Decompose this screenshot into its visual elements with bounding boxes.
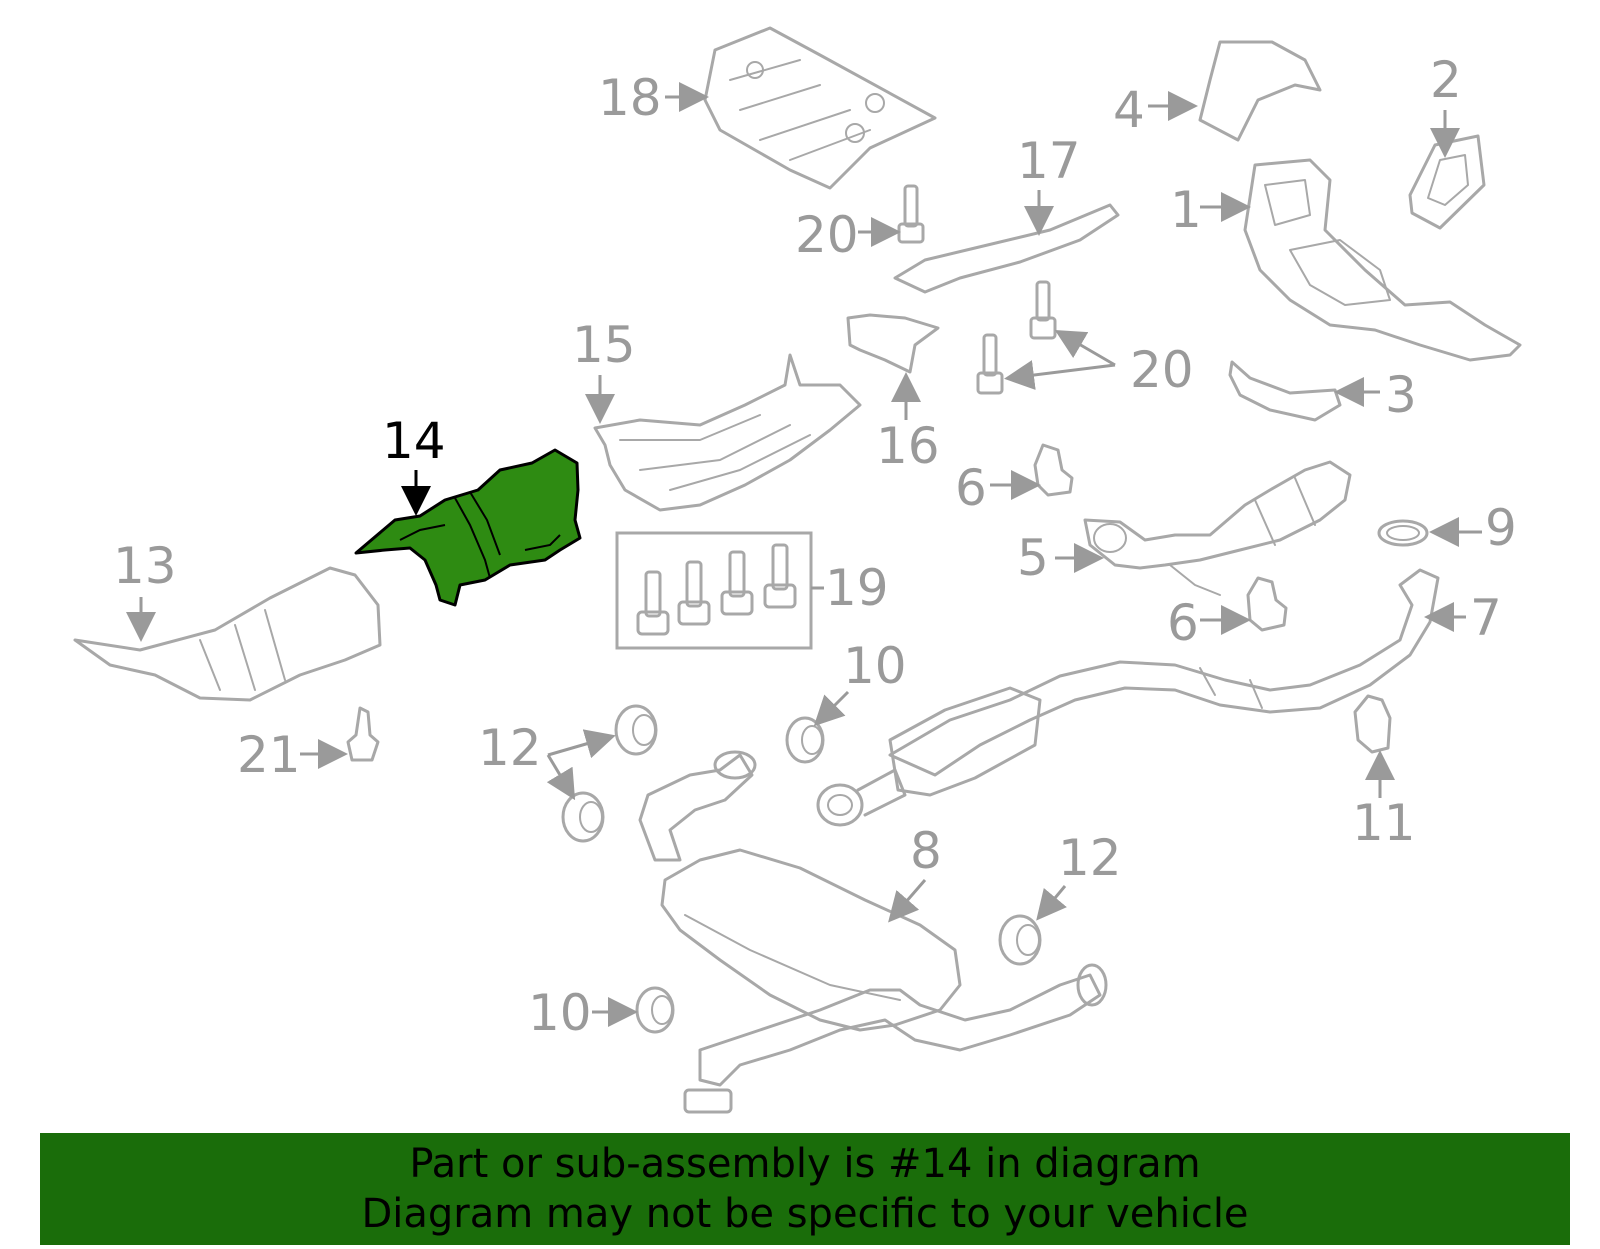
part-17-bracket[interactable] bbox=[893, 203, 1120, 294]
part-10-rubber-mount-a[interactable] bbox=[785, 716, 825, 764]
part-13-heat-shield[interactable] bbox=[73, 566, 382, 702]
part-20-bolt-a[interactable] bbox=[897, 184, 925, 244]
part-8-muffler-assembly[interactable] bbox=[638, 750, 1108, 1114]
center-converter-section[interactable] bbox=[816, 686, 1042, 827]
callout-10-a: 10 bbox=[843, 637, 907, 695]
callout-7: 7 bbox=[1470, 589, 1502, 647]
callout-6-b: 6 bbox=[1167, 594, 1199, 652]
part-16-bracket[interactable] bbox=[846, 313, 940, 374]
part-6-hanger-a[interactable] bbox=[1033, 443, 1074, 497]
part-19-bolt-kit[interactable] bbox=[615, 531, 813, 650]
callout-5: 5 bbox=[1017, 529, 1049, 587]
callout-19: 19 bbox=[825, 559, 889, 617]
part-2-gasket[interactable] bbox=[1408, 134, 1486, 230]
part-15-heat-shield[interactable] bbox=[593, 353, 862, 512]
part-11-hanger[interactable] bbox=[1353, 694, 1392, 754]
part-20-bolt-b[interactable] bbox=[1029, 280, 1057, 340]
part-21-clip[interactable] bbox=[346, 706, 380, 762]
part-9-gasket[interactable] bbox=[1377, 519, 1429, 547]
callout-12-a: 12 bbox=[478, 719, 542, 777]
callout-11: 11 bbox=[1352, 794, 1416, 852]
banner-line-1: Part or sub-assembly is #14 in diagram bbox=[409, 1141, 1201, 1187]
callout-13: 13 bbox=[113, 537, 177, 595]
callout-3: 3 bbox=[1385, 366, 1417, 424]
callout-16: 16 bbox=[876, 417, 940, 475]
part-1-manifold-converter[interactable] bbox=[1243, 158, 1522, 362]
part-5-converter-pipe[interactable] bbox=[1083, 460, 1352, 596]
part-7-front-pipe[interactable] bbox=[888, 568, 1440, 777]
part-12-mount-a[interactable] bbox=[614, 704, 658, 756]
part-3-bracket[interactable] bbox=[1228, 360, 1342, 422]
banner-line-2: Diagram may not be specific to your vehi… bbox=[361, 1191, 1249, 1237]
callout-17: 17 bbox=[1017, 132, 1081, 190]
part-4-heat-shield[interactable] bbox=[1198, 40, 1322, 142]
callout-18: 18 bbox=[598, 69, 662, 127]
callout-8: 8 bbox=[910, 822, 942, 880]
callout-21: 21 bbox=[237, 726, 301, 784]
part-12-mount-c[interactable] bbox=[998, 914, 1042, 966]
callout-9: 9 bbox=[1485, 499, 1517, 557]
part-12-mount-b[interactable] bbox=[561, 791, 605, 843]
callout-1: 1 bbox=[1170, 181, 1202, 239]
callout-20-b: 20 bbox=[1130, 341, 1194, 399]
callout-6-a: 6 bbox=[955, 459, 987, 517]
callout-20-a: 20 bbox=[795, 206, 859, 264]
callout-15: 15 bbox=[572, 316, 636, 374]
callout-10-b: 10 bbox=[528, 984, 592, 1042]
part-20-bolt-c[interactable] bbox=[976, 333, 1004, 395]
part-10-rubber-mount-b[interactable] bbox=[635, 986, 675, 1034]
info-banner: Part or sub-assembly is #14 in diagram D… bbox=[40, 1133, 1570, 1245]
callout-2: 2 bbox=[1430, 51, 1462, 109]
callout-12-b: 12 bbox=[1058, 829, 1122, 887]
part-14-heat-shield[interactable] bbox=[354, 448, 582, 607]
part-6-hanger-b[interactable] bbox=[1246, 576, 1288, 632]
callout-4: 4 bbox=[1113, 81, 1145, 139]
part-18-heat-shield[interactable] bbox=[703, 26, 937, 190]
callout-14: 14 bbox=[382, 412, 446, 470]
